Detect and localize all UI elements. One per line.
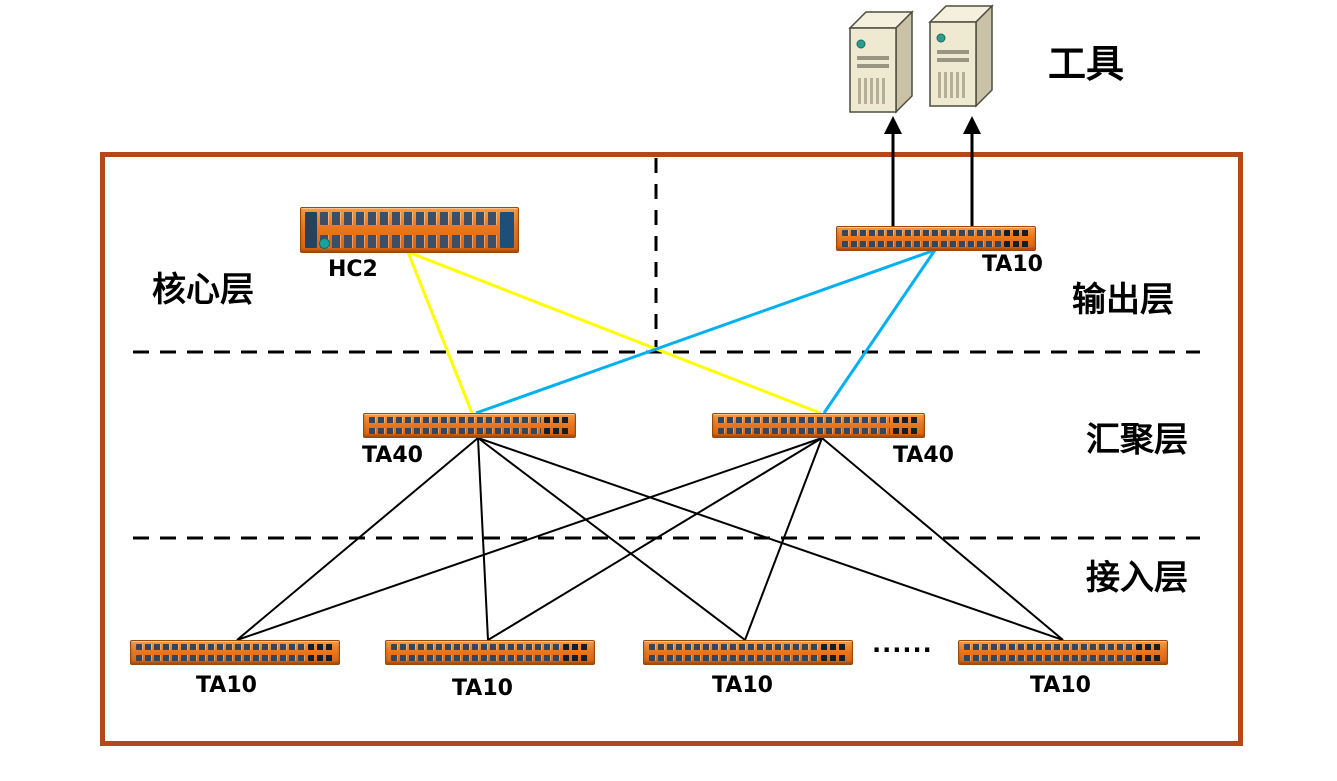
port-row [136, 655, 305, 661]
core-layer-label: 核心层 [152, 270, 254, 310]
port-row [893, 428, 919, 434]
switch-agg-ta40-left [363, 413, 576, 438]
link-ta40r-access4 [821, 437, 1064, 641]
hc2-logo-icon [319, 238, 330, 249]
hc2-port-row [320, 235, 497, 248]
hc2-port-row [320, 212, 497, 225]
access-ta10-4-device-label: TA10 [1030, 673, 1091, 698]
tool-servers-group [846, 2, 1010, 120]
link-ta10out-ta40l [475, 248, 936, 415]
switch-access-ta10-3 [643, 640, 853, 665]
uplink-ports [1136, 644, 1162, 661]
link-ta10out-ta40r [822, 249, 937, 414]
access-ta10-2-device-label: TA10 [452, 676, 513, 701]
port-row [308, 655, 334, 661]
diagram-border [100, 152, 1243, 746]
port-row [893, 417, 919, 423]
tools-label: 工具 [1048, 42, 1125, 86]
server-icon-2 [928, 4, 994, 108]
port-row [649, 655, 818, 661]
link-ta40l-access3 [477, 437, 746, 641]
link-ta40l-access2 [477, 437, 489, 641]
switch-ports [842, 230, 1001, 247]
port-row [649, 644, 818, 650]
switch-ports [718, 417, 890, 434]
link-ta40l-access4 [477, 437, 1064, 641]
port-row [308, 644, 334, 650]
link-ta40r-access2 [487, 437, 823, 641]
port-row [391, 644, 560, 650]
link-hc2-ta40l [406, 251, 474, 414]
more-switches-ellipsis: ...... [872, 630, 933, 658]
port-row [718, 428, 890, 434]
aggregation-layer-label: 汇聚层 [1086, 420, 1188, 460]
uplink-ports [821, 644, 847, 661]
port-row [1136, 644, 1162, 650]
ta40-right-device-label: TA40 [893, 443, 954, 468]
uplink-ports [563, 644, 589, 661]
uplink-ports [893, 417, 919, 434]
switch-access-ta10-2 [385, 640, 595, 665]
port-row [1004, 230, 1030, 236]
uplink-ports [308, 644, 334, 661]
port-row [821, 655, 847, 661]
server-icons [848, 4, 994, 114]
switch-access-ta10-4 [958, 640, 1168, 665]
port-row [136, 644, 305, 650]
output-ta10-device-label: TA10 [982, 252, 1043, 277]
access-ta10-3-device-label: TA10 [712, 673, 773, 698]
link-ta40r-access1 [236, 437, 823, 641]
port-row [964, 655, 1133, 661]
switch-ports [964, 644, 1133, 661]
port-row [718, 417, 890, 423]
hc2-front-panel [305, 212, 317, 248]
ta40-left-device-label: TA40 [362, 443, 423, 468]
port-row [544, 417, 570, 423]
link-hc2-ta40r [407, 250, 821, 415]
switch-output-ta10 [836, 226, 1036, 251]
port-row [1136, 655, 1162, 661]
switch-access-ta10-1 [130, 640, 340, 665]
port-row [563, 644, 589, 650]
switch-core-hc2 [300, 207, 519, 253]
port-row [544, 428, 570, 434]
switch-ports [136, 644, 305, 661]
link-ta40l-access1 [236, 437, 479, 641]
port-row [821, 644, 847, 650]
switch-ports [369, 417, 541, 434]
port-row [563, 655, 589, 661]
switch-ports [649, 644, 818, 661]
output-layer-label: 输出层 [1072, 280, 1174, 320]
link-ta40r-access3 [744, 437, 823, 641]
hc2-end-cap [500, 212, 514, 248]
uplink-ports [1004, 230, 1030, 247]
access-ta10-1-device-label: TA10 [196, 673, 257, 698]
hc2-ports [320, 212, 497, 248]
access-layer-label: 接入层 [1086, 558, 1188, 598]
uplink-ports [544, 417, 570, 434]
server-icon-1 [848, 10, 914, 114]
port-row [1004, 241, 1030, 247]
port-row [369, 417, 541, 423]
port-row [369, 428, 541, 434]
switch-ports [391, 644, 560, 661]
port-row [842, 230, 1001, 236]
port-row [964, 644, 1133, 650]
port-row [391, 655, 560, 661]
hc2-device-label: HC2 [328, 257, 378, 282]
port-row [842, 241, 1001, 247]
switch-agg-ta40-right [712, 413, 925, 438]
